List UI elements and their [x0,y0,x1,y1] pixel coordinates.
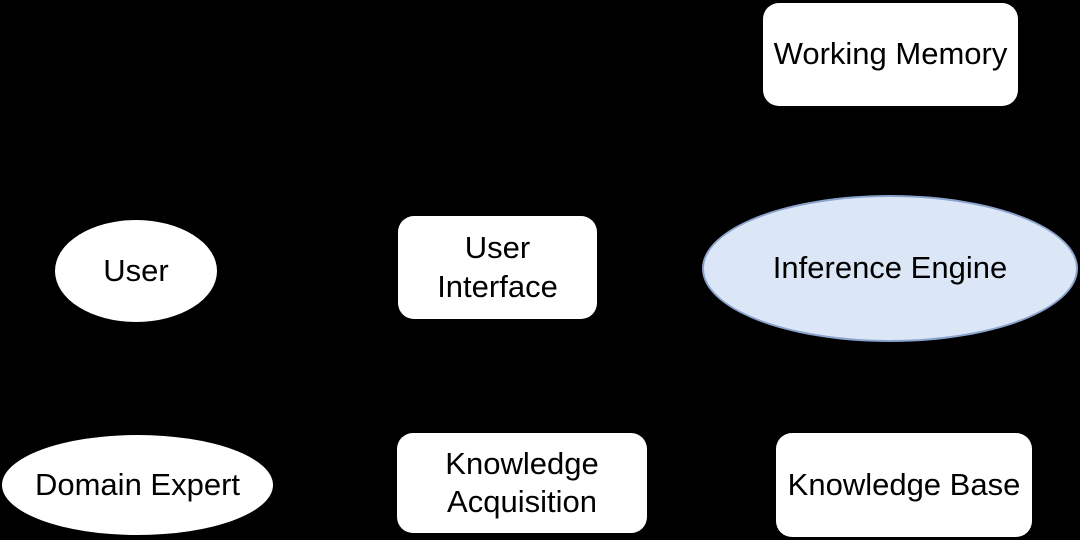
inference-engine-node: Inference Engine [702,195,1078,342]
user-interface-node: User Interface [398,216,597,319]
working-memory-node: Working Memory [763,3,1018,106]
knowledge-base-node: Knowledge Base [776,433,1032,537]
knowledge-acquisition-node: Knowledge Acquisition [397,433,647,533]
user-node: User [55,220,217,322]
domain-expert-node: Domain Expert [2,435,273,535]
